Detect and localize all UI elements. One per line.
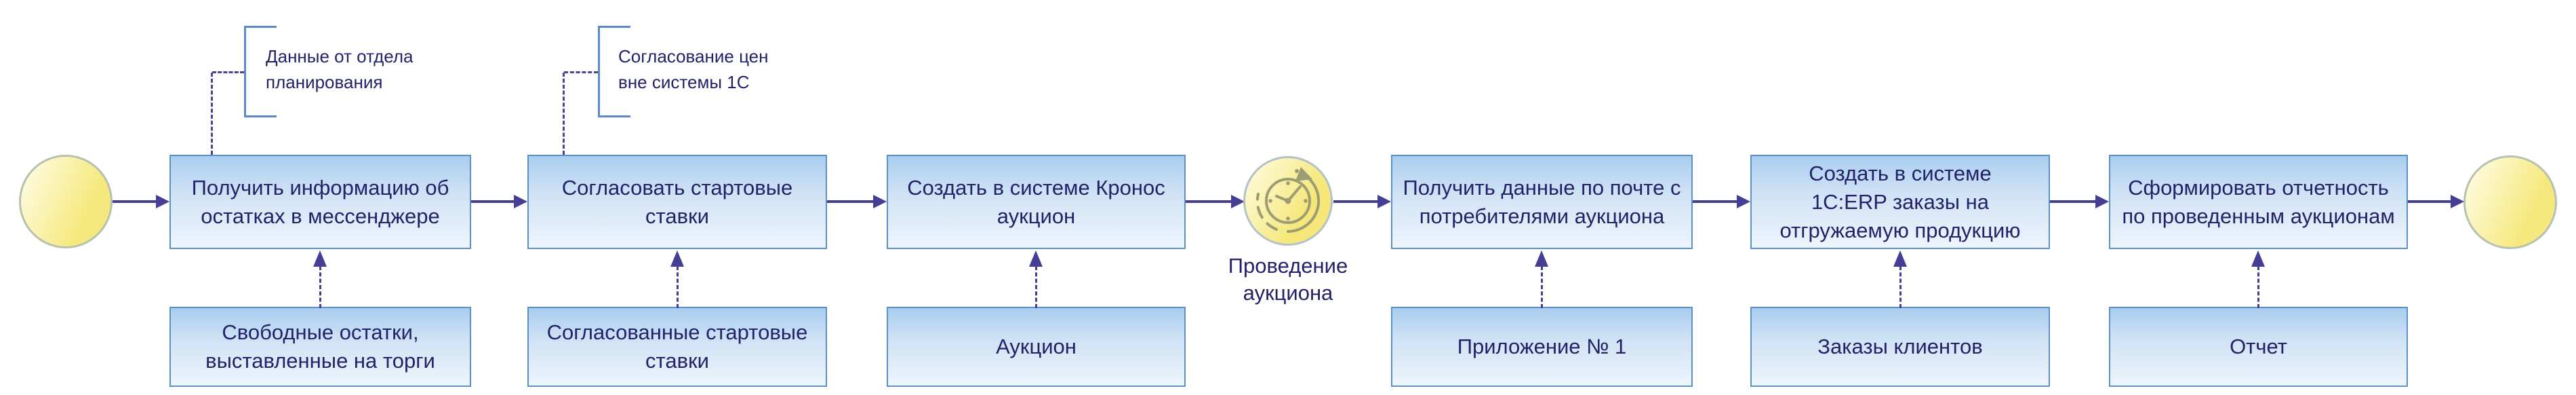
flow-arrow-5 [1333, 195, 1391, 208]
artifact-free-stock: Свободные остатки, выставленные на торги [169, 307, 471, 387]
artifact-agreed-rates: Согласованные стартовые ставки [527, 307, 827, 387]
artifact-arrow-2 [677, 266, 679, 308]
artifact-label: Отчет [2230, 335, 2287, 358]
artifact-arrowhead-3 [1029, 250, 1043, 267]
task-label: Согласовать стартовые ставки [561, 175, 793, 228]
annotation-text-2: Согласование цен вне системы 1С [618, 46, 769, 92]
task-label: Сформировать отчетность по проведенным а… [2122, 175, 2395, 228]
artifact-arrow-6 [2257, 266, 2259, 308]
flow-arrow-1 [113, 195, 169, 208]
artifact-label: Заказы клиентов [1817, 335, 1983, 358]
artifact-report: Отчет [2109, 307, 2408, 387]
task-agree-start-rates: Согласовать стартовые ставки [527, 155, 827, 249]
artifact-arrow-3 [1035, 266, 1037, 308]
artifact-arrowhead-5 [1893, 250, 1907, 267]
end-event-circle [2463, 155, 2557, 249]
timer-event-label: Проведение аукциона [1228, 254, 1348, 305]
task-label: Получить данные по почте с потребителями… [1403, 175, 1681, 228]
artifact-label: Свободные остатки, выставленные на торги [205, 320, 435, 373]
artifact-arrow-5 [1899, 266, 1901, 308]
annotation-text-1: Данные от отдела планирования [266, 46, 414, 92]
flow-arrow-6 [1693, 195, 1750, 208]
annotation-connector-h-2 [564, 71, 598, 73]
artifact-client-orders: Заказы клиентов [1750, 307, 2050, 387]
artifact-arrow-4 [1541, 266, 1543, 308]
artifact-appendix-1: Приложение № 1 [1391, 307, 1693, 387]
artifact-arrowhead-4 [1535, 250, 1548, 267]
task-label: Получить информацию об остатках в мессен… [191, 175, 449, 228]
clock-icon [1243, 156, 1333, 246]
flow-arrow-4 [1186, 195, 1245, 208]
artifact-arrowhead-1 [313, 250, 327, 267]
timer-event-circle [1243, 155, 1333, 246]
task-label: Создать в системе 1С:ERP заказы на отгру… [1779, 161, 2021, 242]
start-event-circle [19, 155, 113, 248]
artifact-label: Приложение № 1 [1457, 335, 1627, 358]
annotation-connector-v-1 [211, 73, 213, 155]
artifact-label: Аукцион [996, 335, 1076, 358]
annotation-connector-h-1 [212, 71, 244, 73]
task-create-erp-orders: Создать в системе 1С:ERP заказы на отгру… [1750, 155, 2050, 249]
task-label: Создать в системе Кронос аукцион [907, 175, 1165, 228]
artifact-arrowhead-2 [670, 250, 684, 267]
flow-arrow-2 [471, 195, 527, 208]
task-create-kronos-auction: Создать в системе Кронос аукцион [887, 155, 1186, 249]
artifact-auction: Аукцион [887, 307, 1186, 387]
flow-arrow-3 [827, 195, 887, 208]
artifact-arrowhead-6 [2251, 250, 2265, 267]
task-get-mail-data: Получить данные по почте с потребителями… [1391, 155, 1693, 249]
task-get-stock-info: Получить информацию об остатках в мессен… [169, 155, 471, 249]
flow-arrow-7 [2050, 195, 2109, 208]
annotation-bracket-2 [598, 26, 630, 117]
task-build-reports: Сформировать отчетность по проведенным а… [2109, 155, 2408, 249]
annotation-bracket-1 [244, 26, 277, 117]
artifact-label: Согласованные стартовые ставки [546, 320, 808, 373]
annotation-connector-v-2 [563, 73, 565, 155]
artifact-arrow-1 [319, 266, 321, 308]
flow-arrow-8 [2408, 195, 2464, 208]
